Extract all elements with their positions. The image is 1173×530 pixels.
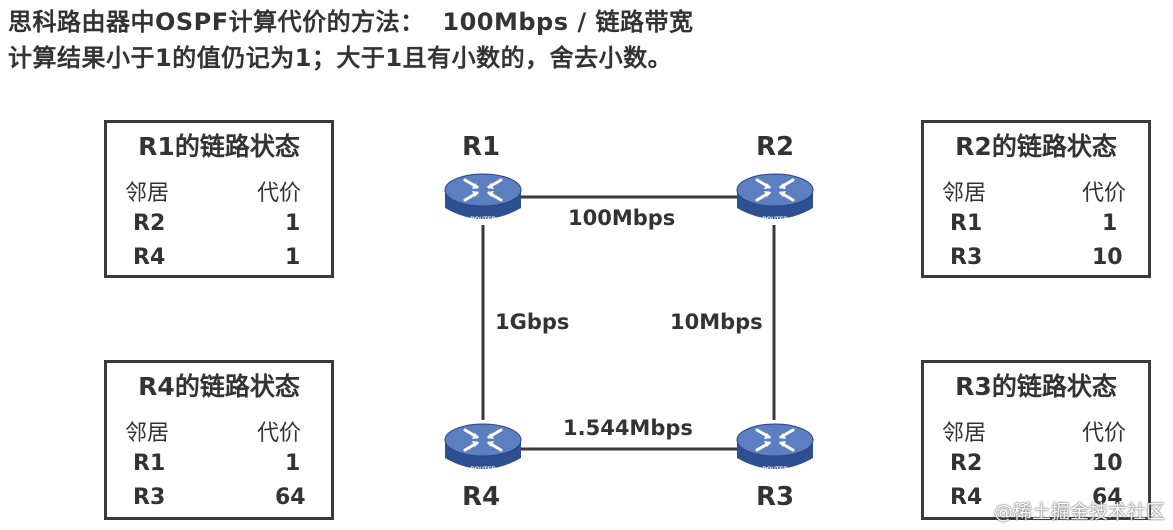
router-r3-label: R3: [756, 482, 795, 512]
router-r1-icon: ROUTER: [443, 168, 523, 230]
watermark: @稀土掘金技术社区: [993, 501, 1165, 523]
r1-row1-cost: 1: [285, 211, 301, 236]
r1-col-cost: 代价: [257, 181, 302, 206]
r3-link-state-box: R3的链路状态 邻居 代价 R2 10 R4 64: [921, 360, 1151, 520]
link-r1-r2-label: 100Mbps: [568, 206, 676, 230]
r2-box-title: R2的链路状态: [955, 132, 1117, 161]
r4-row2-neighbor: R3: [133, 485, 166, 510]
r4-link-state-box: R4的链路状态 邻居 代价 R1 1 R3 64: [104, 360, 334, 520]
link-r2-r3-label: 10Mbps: [670, 310, 763, 334]
r2-link-state-box: R2的链路状态 邻居 代价 R1 1 R3 10: [921, 120, 1151, 278]
router-r2-label: R2: [756, 132, 795, 162]
header-line-1: 思科路由器中OSPF计算代价的方法： 100Mbps / 链路带宽: [8, 8, 694, 36]
r4-row1-neighbor: R1: [133, 451, 166, 476]
router-r4-icon-text: ROUTER: [470, 467, 496, 473]
r1-box-title: R1的链路状态: [138, 132, 300, 161]
router-r2-icon-text: ROUTER: [762, 217, 788, 223]
r1-row2-neighbor: R4: [133, 245, 166, 270]
r2-col-neighbor: 邻居: [942, 181, 987, 206]
r3-row1-neighbor: R2: [950, 451, 983, 476]
router-r2-icon: ROUTER: [735, 168, 815, 230]
router-r3-icon-text: ROUTER: [762, 467, 788, 473]
r4-row1-cost: 1: [285, 451, 301, 476]
r3-box-title: R3的链路状态: [955, 372, 1117, 401]
router-r4-icon: ROUTER: [443, 418, 523, 480]
r2-row1-neighbor: R1: [950, 211, 983, 236]
router-r4-label: R4: [462, 482, 501, 512]
r4-col-cost: 代价: [257, 421, 302, 446]
r1-link-state-box: R1的链路状态 邻居 代价 R2 1 R4 1: [104, 120, 334, 278]
r1-col-neighbor: 邻居: [125, 181, 170, 206]
r3-col-neighbor: 邻居: [942, 421, 987, 446]
r2-row2-neighbor: R3: [950, 245, 983, 270]
r4-box-title: R4的链路状态: [138, 372, 300, 401]
router-r3-icon: ROUTER: [735, 418, 815, 480]
r3-row2-cost: 64: [1092, 485, 1123, 510]
r3-row2-neighbor: R4: [950, 485, 983, 510]
link-r1-r4-label: 1Gbps: [495, 310, 570, 334]
r2-row2-cost: 10: [1092, 245, 1123, 270]
router-r1-label: R1: [462, 132, 501, 162]
r1-row1-neighbor: R2: [133, 211, 166, 236]
header-line-2: 计算结果小于1的值仍记为1；大于1且有小数的，舍去小数。: [8, 44, 673, 72]
r3-col-cost: 代价: [1082, 421, 1127, 446]
r4-col-neighbor: 邻居: [125, 421, 170, 446]
link-r4-r3-label: 1.544Mbps: [563, 416, 693, 440]
r1-row2-cost: 1: [285, 245, 301, 270]
router-r1-icon-text: ROUTER: [470, 217, 496, 223]
r2-col-cost: 代价: [1082, 181, 1127, 206]
r3-row1-cost: 10: [1092, 451, 1123, 476]
r2-row1-cost: 1: [1102, 211, 1118, 236]
r4-row2-cost: 64: [275, 485, 306, 510]
